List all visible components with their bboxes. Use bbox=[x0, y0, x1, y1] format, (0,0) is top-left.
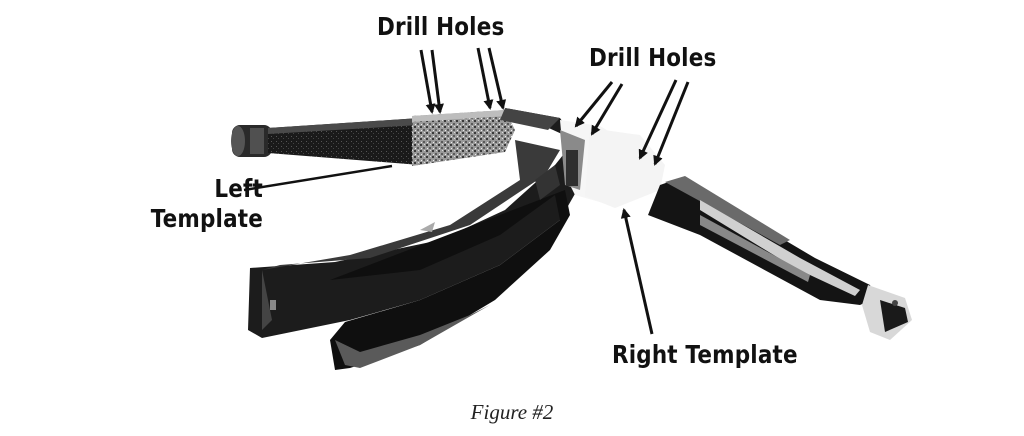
right-template-plate bbox=[585, 128, 665, 208]
left-arm-bar bbox=[268, 118, 420, 165]
drill-holes-label-left: Drill Holes bbox=[377, 12, 505, 41]
right-template-label: Right Template bbox=[612, 340, 798, 369]
left-template-label: Left Template bbox=[144, 174, 263, 234]
right-template-leader bbox=[620, 208, 654, 335]
right-handle-grip bbox=[862, 285, 912, 340]
left-handle-grip bbox=[231, 125, 272, 157]
left-template-plate bbox=[412, 110, 515, 166]
left-template-label-line2: Template bbox=[150, 204, 263, 233]
drill-holes-label-right: Drill Holes bbox=[589, 43, 717, 72]
left-template-leader bbox=[243, 164, 393, 192]
drill-holes-left-arrows bbox=[419, 47, 507, 114]
figure-caption: Figure #2 bbox=[470, 400, 554, 424]
left-template-label-line1: Left bbox=[214, 174, 263, 203]
right-arm-bar bbox=[648, 176, 875, 305]
drill-holes-right-arrows bbox=[574, 79, 690, 166]
channel-body bbox=[248, 108, 580, 370]
